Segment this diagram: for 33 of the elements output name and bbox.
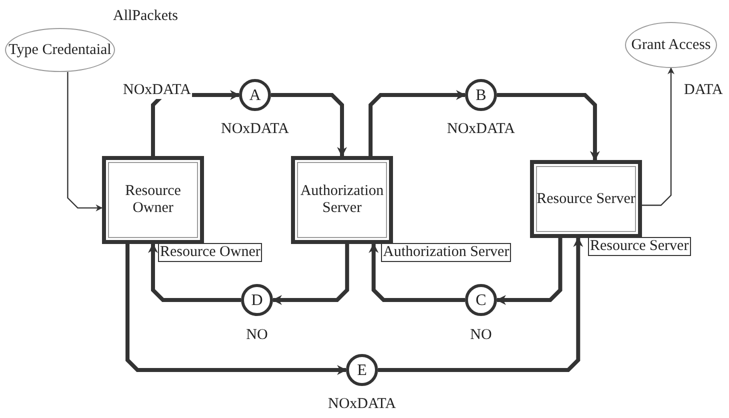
arrow — [126, 244, 347, 375]
node-label: Type Credentaial — [8, 42, 112, 58]
arrow — [497, 93, 600, 161]
node-label: Resource Server — [536, 190, 636, 208]
arrow — [368, 243, 465, 302]
step-circle — [239, 79, 271, 111]
node-label: Grant Access — [631, 36, 711, 54]
arrow — [148, 243, 241, 302]
step-circle — [465, 284, 497, 316]
arrow — [272, 244, 350, 305]
arrow — [496, 238, 562, 305]
process-box — [530, 160, 642, 238]
step-circle — [241, 284, 273, 316]
arrow — [271, 93, 347, 157]
arrow — [642, 67, 674, 206]
arrow — [368, 90, 466, 156]
name-tag: Resource Owner — [158, 243, 262, 262]
step-circle — [465, 79, 497, 111]
edge-label: NOxDATA — [122, 82, 192, 99]
step-letter: E — [357, 362, 367, 378]
process-box — [291, 156, 393, 244]
arrow — [378, 237, 584, 372]
arrow — [67, 72, 103, 212]
step-letter: A — [249, 86, 261, 104]
node-label: Authorization Server — [299, 183, 385, 217]
node-label: Resource Owner — [124, 183, 182, 217]
step-circle — [346, 354, 378, 386]
process-box — [102, 156, 204, 244]
name-tag: Resource Server — [588, 237, 691, 256]
name-tag: Authorization Server — [381, 243, 512, 262]
step-letter: C — [476, 292, 486, 308]
step-letter: D — [251, 292, 263, 308]
step-letter: B — [476, 86, 486, 104]
